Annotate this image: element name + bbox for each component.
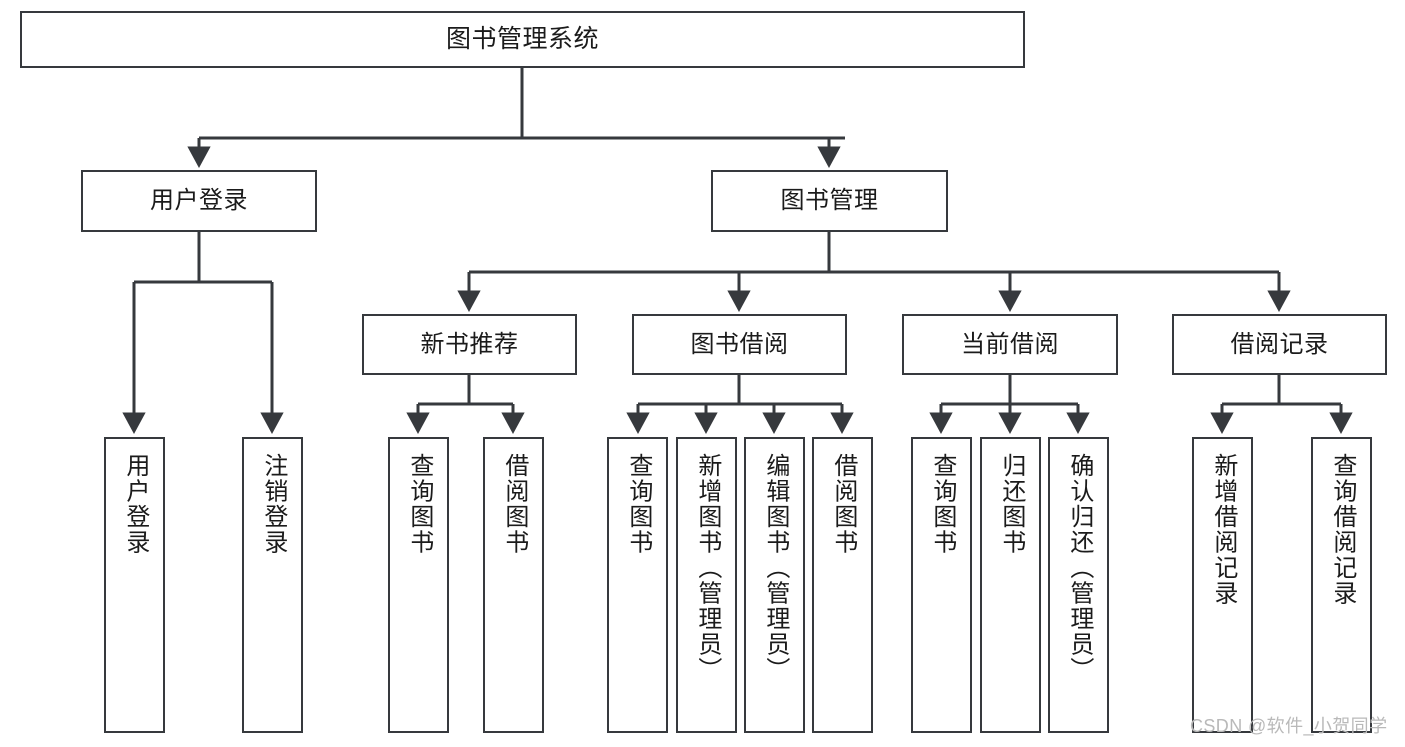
node-label: 用户登录: [150, 187, 248, 214]
node-current-borrow[interactable]: 当前借阅: [902, 314, 1118, 375]
leaf-edit-book-admin[interactable]: 编辑图书（管理员）: [744, 437, 805, 733]
node-label: 注销登录: [259, 453, 287, 555]
node-label: 图书管理系统: [445, 25, 599, 53]
leaf-borrow-book[interactable]: 借阅图书: [812, 437, 873, 733]
node-borrow-records[interactable]: 借阅记录: [1172, 314, 1387, 375]
node-label: 查询借阅记录: [1328, 453, 1356, 606]
node-label: 查询图书: [624, 453, 652, 555]
node-label: 新增借阅记录: [1209, 453, 1237, 606]
leaf-add-book-admin[interactable]: 新增图书（管理员）: [676, 437, 737, 733]
node-label: 编辑图书（管理员）: [761, 453, 789, 683]
node-label: 新书推荐: [420, 330, 519, 358]
leaf-return-book[interactable]: 归还图书: [980, 437, 1041, 733]
leaf-query-book-borrow[interactable]: 查询图书: [607, 437, 668, 733]
leaf-query-borrow-record[interactable]: 查询借阅记录: [1311, 437, 1372, 733]
node-label: 图书管理: [780, 187, 879, 214]
node-new-book-recommend[interactable]: 新书推荐: [362, 314, 577, 375]
node-book-management[interactable]: 图书管理: [711, 170, 948, 232]
node-label: 借阅图书: [829, 453, 857, 555]
node-label: 借阅图书: [500, 453, 528, 555]
leaf-user-login[interactable]: 用户登录: [104, 437, 165, 733]
node-label: 借阅记录: [1230, 330, 1329, 358]
node-label: 用户登录: [121, 453, 149, 555]
node-label: 查询图书: [405, 453, 433, 555]
node-label: 当前借阅: [961, 330, 1059, 358]
leaf-borrow-book-recommend[interactable]: 借阅图书: [483, 437, 544, 733]
node-root-system[interactable]: 图书管理系统: [20, 11, 1025, 68]
leaf-query-book-recommend[interactable]: 查询图书: [388, 437, 449, 733]
node-book-borrow[interactable]: 图书借阅: [632, 314, 847, 375]
leaf-logout[interactable]: 注销登录: [242, 437, 303, 733]
leaf-confirm-return-admin[interactable]: 确认归还（管理员）: [1048, 437, 1109, 733]
node-label: 确认归还（管理员）: [1065, 453, 1093, 683]
node-label: 图书借阅: [690, 330, 789, 358]
watermark-text: CSDN @软件_小贺同学: [1190, 716, 1388, 736]
node-label: 归还图书: [997, 453, 1025, 555]
leaf-add-borrow-record[interactable]: 新增借阅记录: [1192, 437, 1253, 733]
node-user-login[interactable]: 用户登录: [81, 170, 317, 232]
node-label: 新增图书（管理员）: [693, 453, 721, 683]
leaf-query-book-current[interactable]: 查询图书: [911, 437, 972, 733]
node-label: 查询图书: [928, 453, 956, 555]
